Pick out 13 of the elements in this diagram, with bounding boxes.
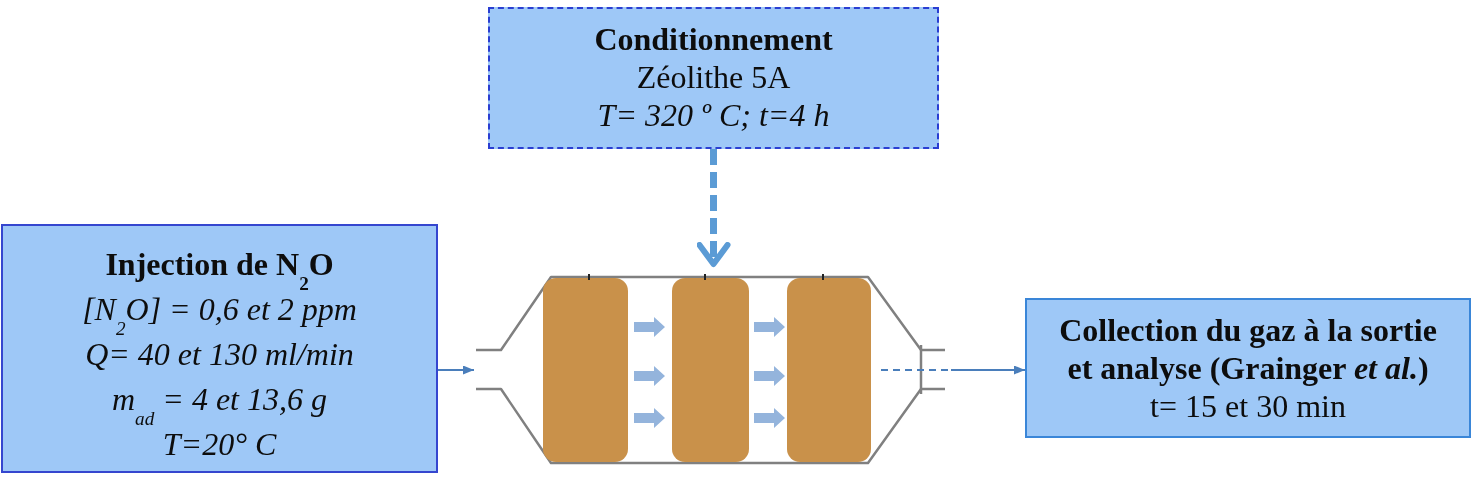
dashed-arrow <box>696 149 731 267</box>
process-box <box>1025 298 1471 438</box>
process-box <box>488 7 939 149</box>
box-heading: Collection du gaz à la sortie et analyse (Grainger et al.) <box>1058 311 1438 387</box>
box-text: T=20° C <box>162 425 277 464</box>
process-box <box>1 224 438 473</box>
box-heading: Conditionnement <box>594 20 833 58</box>
arrow <box>950 365 1026 375</box>
box-text: Zéolithe 5A <box>636 58 791 96</box>
arrow <box>437 365 475 375</box>
box-text: Q= 40 et 130 ml/min <box>85 335 354 374</box>
box-text: t= 15 et 30 min <box>1150 387 1346 425</box>
box-text: T= 320 º C; t=4 h <box>597 96 830 134</box>
